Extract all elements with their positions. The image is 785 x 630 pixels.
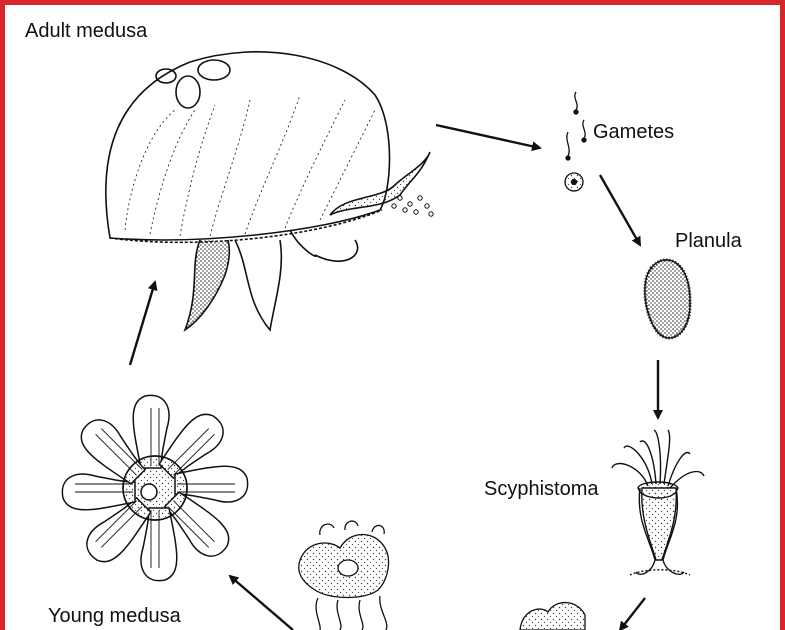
- arrow-scyphistoma-to-strobila: [618, 597, 646, 630]
- arrow-strobila-to-young-medusa: [228, 574, 294, 630]
- arrow-medusa-to-gametes: [435, 123, 542, 152]
- label-planula: Planula: [675, 230, 742, 252]
- adult-medusa-illustration: [105, 51, 434, 333]
- planula-illustration: [643, 258, 692, 340]
- gametes-illustration: [564, 91, 587, 192]
- cycle-arrows: [128, 123, 663, 630]
- arrow-young-to-adult-medusa: [128, 280, 158, 366]
- young-medusa-illustration: [61, 394, 249, 582]
- label-scyphistoma: Scyphistoma: [484, 478, 599, 500]
- strobila-illustration: [298, 520, 390, 630]
- arrow-gametes-to-planula: [598, 174, 642, 247]
- ephyra-bud-illustration: [519, 601, 586, 630]
- scyphistoma-illustration: [611, 429, 705, 576]
- label-adult-medusa: Adult medusa: [25, 20, 148, 42]
- label-young-medusa: Young medusa: [48, 605, 181, 627]
- label-gametes: Gametes: [593, 121, 675, 143]
